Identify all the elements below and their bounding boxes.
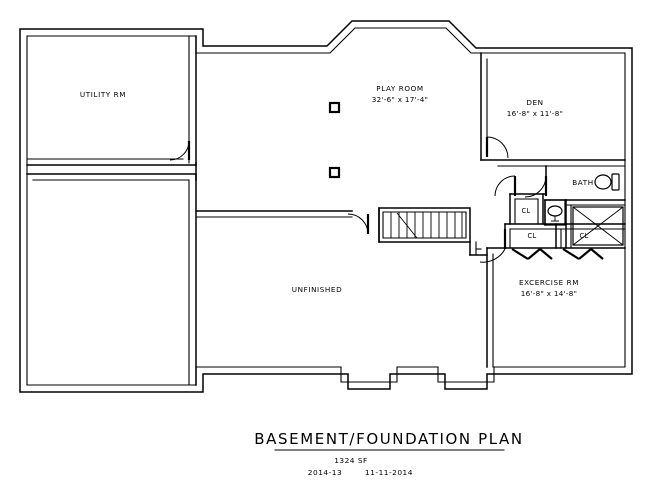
bath-door-swing [524,175,547,198]
closet-2-bifold-door [511,248,553,260]
room-label-den: DEN [526,98,543,107]
room-dim-play-room: 32'-6" x 17'-4" [372,95,429,104]
room-label-play-room: PLAY ROOM [376,84,423,93]
title-block: BASEMENT/FOUNDATION PLAN 1324 SF 2014-13… [254,430,523,477]
room-label-unfinished: UNFINISHED [292,285,342,294]
playroom-door-swing [347,213,369,235]
room-label-excercise: EXCERCISE RM [519,278,579,287]
room-excercise [479,229,507,368]
column-north-icon [328,101,341,114]
drawing-area: 1324 SF [334,456,368,465]
room-bath [524,165,626,249]
column-south-icon [328,166,341,179]
shower-icon [572,206,624,246]
stair-break-line [396,212,418,239]
toilet-icon [594,173,620,191]
room-labels: UTILITY RM PLAY ROOM 32'-6" x 17'-4" DEN… [80,84,593,298]
column-symbols [328,101,341,179]
sink-icon [547,205,563,222]
room-lower-left-unfinished [26,173,197,386]
room-label-closet-3: CL [579,232,588,240]
den-door-swing [486,136,509,159]
vanity-compartment [544,199,567,226]
room-den [480,52,626,167]
foundation-outer-wall [19,20,633,393]
stair-treads [390,212,463,238]
drawing-project-number: 2014-13 [308,468,342,477]
closet-1-door-swing [494,175,516,197]
foundation-inner-wall [26,27,626,386]
room-label-closet-2: CL [527,232,536,240]
room-label-utility: UTILITY RM [80,90,126,99]
drawing-title: BASEMENT/FOUNDATION PLAN [254,430,523,448]
drawing-date: 11-11-2014 [365,468,413,477]
closet-3-bifold-door [562,248,604,260]
room-label-closet-1: CL [521,207,530,215]
excercise-door-swing [479,248,506,263]
room-utility [26,35,197,181]
room-dim-excercise: 16'-8" x 14'-8" [521,289,578,298]
room-label-bath: BATH [572,178,593,187]
wall-play-unfinished [195,210,370,235]
closet-1 [494,175,546,225]
staircase [378,207,477,256]
utility-door-swing [169,140,190,161]
room-dim-den: 16'-8" x 11'-8" [507,109,564,118]
closet-bank-lower [504,223,626,260]
wall-stair-east [469,248,488,256]
